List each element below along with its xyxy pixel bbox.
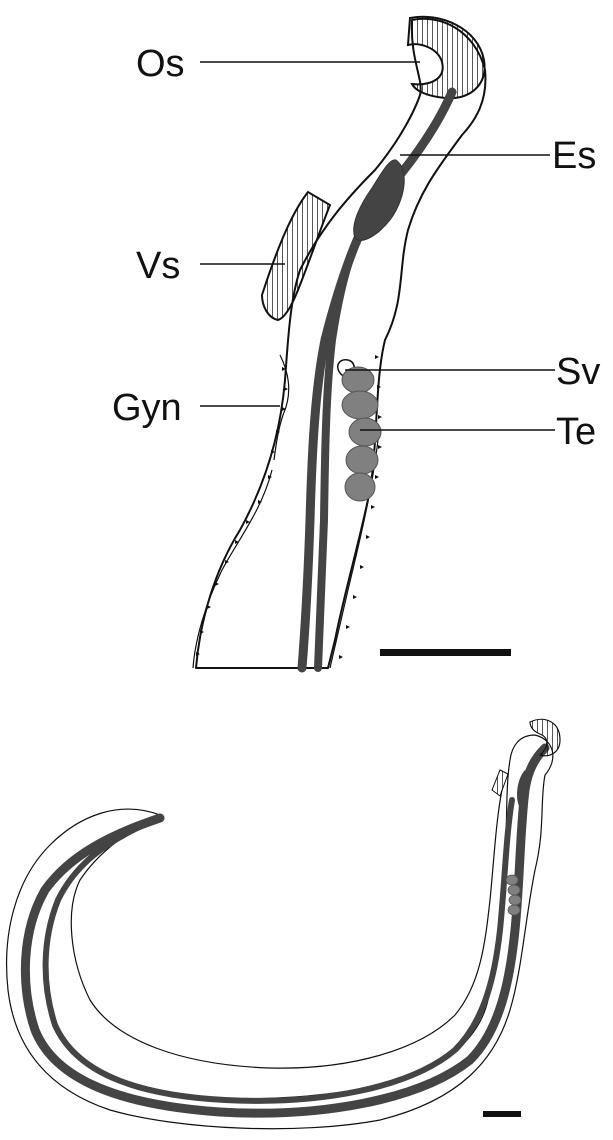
label-gyn: Gyn bbox=[112, 387, 182, 429]
whole-oral-sucker bbox=[530, 719, 560, 755]
label-os: Os bbox=[136, 43, 185, 85]
lower-panel bbox=[7, 719, 560, 1128]
upper-panel: Os Es Vs Sv Gyn Te bbox=[112, 17, 600, 668]
whole-body-outer bbox=[7, 735, 553, 1129]
whole-ventral-sucker bbox=[492, 770, 508, 796]
scale-bar-lower bbox=[483, 1111, 521, 1117]
label-es: Es bbox=[552, 135, 596, 177]
scale-bar-upper bbox=[380, 649, 511, 656]
label-vs: Vs bbox=[136, 245, 180, 287]
whole-gut-inner bbox=[46, 800, 512, 1101]
label-sv: Sv bbox=[556, 351, 600, 393]
whole-gut-outer bbox=[25, 748, 545, 1113]
label-te: Te bbox=[556, 411, 596, 453]
